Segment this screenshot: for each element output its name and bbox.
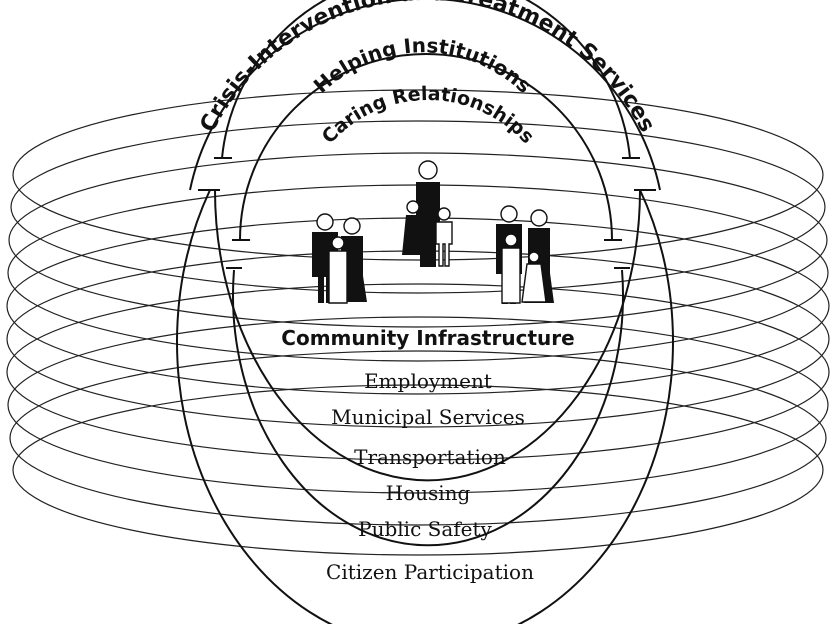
family-left-figure (312, 213, 367, 304)
outer-ring-label: Crisis-Intervention and Treatment Servic… (196, 0, 660, 136)
ellipse-1 (12, 89, 824, 261)
concentric-rings (176, 0, 674, 624)
ellipse-3 (8, 152, 828, 328)
band-label: Public Safety (358, 517, 492, 541)
middle-ring (214, 189, 641, 482)
inner-ring-top (239, 53, 613, 241)
band-label: Citizen Participation (326, 560, 534, 584)
ellipse-10 (12, 384, 824, 556)
inner-ring-label: Caring Relationships (318, 83, 539, 148)
infrastructure-bands: Employment Municipal Services Transporta… (326, 369, 534, 584)
outer-ring-top (189, 0, 661, 191)
infrastructure-title: Community Infrastructure (281, 326, 574, 350)
inner-ring (232, 269, 624, 547)
ellipse-9 (9, 350, 827, 526)
band-label: Employment (364, 369, 492, 393)
infrastructure-ellipses (6, 89, 830, 556)
ellipse-8 (7, 316, 829, 494)
middle-ring-top (221, 0, 631, 159)
band-label: Municipal Services (331, 405, 525, 429)
ellipse-7 (6, 283, 830, 461)
band-label: Transportation (354, 445, 506, 469)
ellipse-2 (10, 120, 826, 294)
family-center-figure (402, 160, 453, 267)
outer-ring (176, 189, 674, 624)
band-label: Housing (386, 481, 471, 505)
family-right-figure (496, 205, 554, 304)
